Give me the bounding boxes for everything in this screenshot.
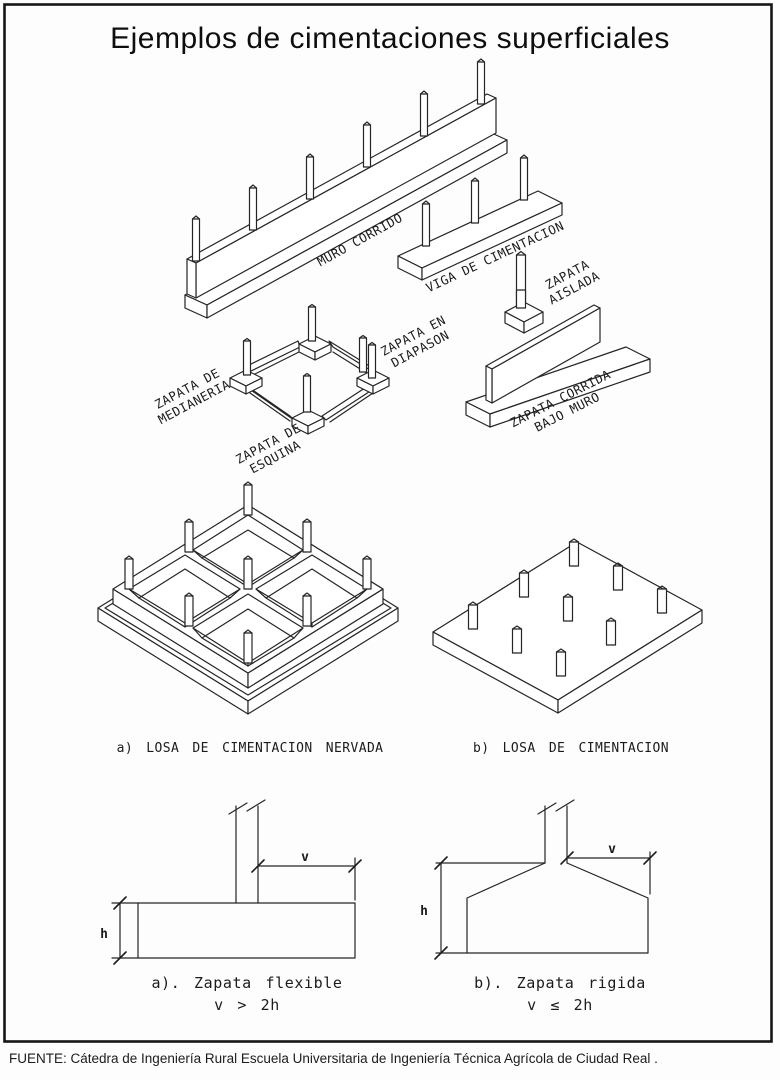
losa-caption: b) LOSA DE CIMENTACION xyxy=(473,741,669,756)
rigida-caption: b). Zapata rigida xyxy=(474,974,646,992)
zapata-aislada-drawing xyxy=(504,250,544,334)
source-note: FUENTE: Cátedra de Ingeniería Rural Escu… xyxy=(9,1051,658,1066)
dim-h-flexible: h xyxy=(100,927,108,942)
zapata-corrida-drawing xyxy=(465,304,651,428)
seccion-flexible-drawing xyxy=(111,799,362,965)
zapata-diapason-label: ZAPATA EN DIAPASON xyxy=(378,312,452,370)
seccion-rigida-drawing xyxy=(434,799,657,960)
zapata-aislada-label: ZAPATA AISLADA xyxy=(542,257,602,308)
zapata-esquina-label: ZAPATA DE ESQUINA xyxy=(233,420,303,476)
dim-h-rigida: h xyxy=(420,904,428,919)
flexible-rule: v > 2h xyxy=(214,996,280,1014)
dim-v-rigida: v xyxy=(608,842,616,857)
flexible-caption: a). Zapata flexible xyxy=(152,974,343,992)
losa-cimentacion-drawing xyxy=(432,538,703,714)
page-title: Ejemplos de cimentaciones superficiales xyxy=(110,22,670,55)
viga-cimentacion-drawing xyxy=(397,154,563,281)
losa-nervada-caption: a) LOSA DE CIMENTACION NERVADA xyxy=(117,741,384,756)
zapata-diapason-group-drawing xyxy=(229,303,390,435)
dim-v-flexible: v xyxy=(301,850,309,865)
zapata-medianeria-label: ZAPATA DE MEDIANERIA xyxy=(152,365,233,427)
muro-corrido-drawing xyxy=(184,58,508,319)
losa-nervada-drawing xyxy=(97,481,399,715)
rigida-rule: v ≤ 2h xyxy=(527,996,593,1014)
page-frame xyxy=(3,3,773,1043)
